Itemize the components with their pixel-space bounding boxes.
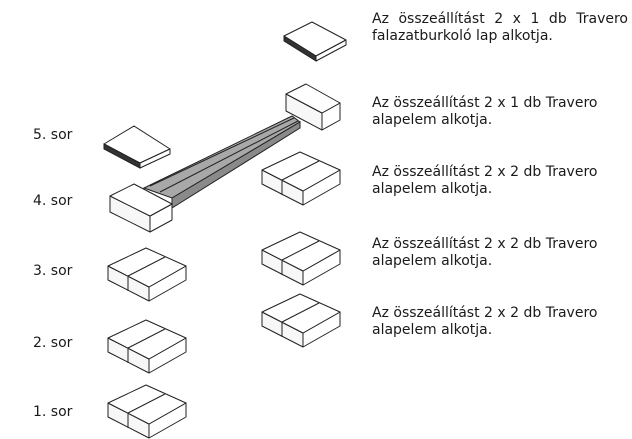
block-unit-row-3 [107, 247, 187, 302]
description-row-4: Az összeállítást 2 x 1 db Travero alapel… [372, 95, 598, 128]
row-label-3: 3. sor [33, 263, 73, 279]
block-unit-row-4-left [109, 183, 173, 233]
description-slab: Az összeállítást 2 x 1 db Travero falaza… [372, 11, 628, 44]
block-unit-row-2 [107, 319, 187, 374]
description-middle-stack: Az összeállítást 2 x 2 db Travero alapel… [372, 236, 598, 269]
cladding-slab-top-right [283, 21, 347, 62]
row-label-2: 2. sor [33, 335, 73, 351]
description-lower-stack: Az összeállítást 2 x 2 db Travero alapel… [372, 305, 598, 338]
block-unit-right-upper [261, 151, 341, 206]
block-unit-right-lower [261, 293, 341, 348]
row-label-5: 5. sor [33, 127, 73, 143]
channel-element-row-4 [142, 115, 301, 209]
block-unit-row-1 [107, 384, 187, 439]
description-upper-stack: Az összeállítást 2 x 2 db Travero alapel… [372, 164, 598, 197]
row-label-4: 4. sor [33, 193, 73, 209]
row-label-1: 1. sor [33, 404, 73, 420]
block-unit-right-middle [261, 231, 341, 286]
cladding-slab-row-5 [103, 125, 171, 169]
block-unit-row-4-right [285, 83, 341, 131]
